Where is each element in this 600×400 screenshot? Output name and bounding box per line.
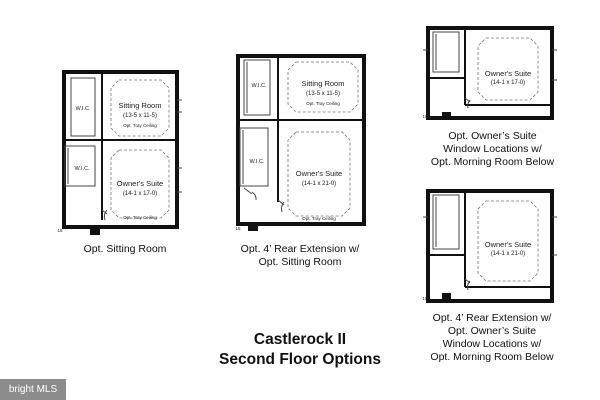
plan4-marker: 15	[422, 296, 428, 301]
plan3-marker: 15	[422, 114, 428, 119]
plan2-suite-ceiling-note: Opt. Tray Ceiling	[302, 216, 336, 221]
plan1-sitting-room-dimensions: (13-5 x 11-5)	[123, 113, 157, 119]
plan2-caption-line2: Opt. Sitting Room	[258, 256, 342, 268]
plan1-sitting-ceiling-note: Opt. Tray Ceiling	[123, 123, 157, 128]
plan1-suite-ceiling-note: Opt. Tray Ceiling	[123, 215, 157, 220]
floor-plan-rear-extension-sitting-room: W.I.C. W.I.C. Sitting Room (13-5 x 11-5)…	[235, 54, 366, 231]
plan2-owners-suite-label: Owner's Suite	[296, 169, 342, 178]
plan1-owners-suite-label: Owner's Suite	[117, 179, 163, 188]
plan3-caption: Opt. Owner’s Suite Window Locations w/ O…	[415, 130, 570, 169]
plan4-caption-line4: Opt. Morning Room Below	[430, 351, 554, 363]
plan4-caption-line3: Window Locations w/	[442, 338, 542, 350]
plan2-sitting-room-label: Sitting Room	[302, 79, 345, 88]
plan4-caption-line2: Opt. Owner’s Suite	[447, 325, 537, 337]
plan2-wic-upper-label: W.I.C.	[252, 83, 267, 89]
plan3-caption-line3: Opt. Morning Room Below	[430, 156, 555, 168]
plan3-owners-suite-dimensions: (14-1 x 17-0)	[491, 80, 525, 86]
plan2-caption: Opt. 4’ Rear Extension w/ Opt. Sitting R…	[225, 243, 375, 269]
plan4-caption: Opt. 4’ Rear Extension w/ Opt. Owner’s S…	[412, 312, 572, 364]
plan2-wic-lower-label: W.I.C.	[250, 159, 265, 165]
plan1-sitting-room-label: Sitting Room	[119, 101, 162, 110]
plan1-owners-suite-dimensions: (14-1 x 17-0)	[123, 191, 157, 197]
floor-plan-owners-suite-windows: Owner's Suite (14-1 x 17-0) 15	[422, 26, 557, 120]
plan1-wic-lower-label: W.I.C.	[75, 166, 90, 172]
plan1-caption: Opt. Sitting Room	[83, 243, 167, 255]
plan2-owners-suite-dimensions: (14-1 x 21-0)	[302, 181, 336, 187]
floor-plan-rear-extension-owners-suite-windows: Owner's Suite (14-1 x 21-0) 15	[422, 189, 557, 303]
page-title: Castlerock II Second Floor Options	[185, 330, 415, 370]
floor-plan-sitting-room: W.I.C. W.I.C. Sitting Room (13-5 x 11-5)…	[57, 70, 182, 235]
plan4-caption-line1: Opt. 4’ Rear Extension w/	[432, 312, 552, 324]
plan2-caption-line1: Opt. 4’ Rear Extension w/	[240, 243, 360, 255]
plan3-owners-suite-label: Owner's Suite	[485, 69, 531, 78]
plan2-marker: 15	[235, 226, 241, 231]
plan3-caption-line2: Window Locations w/	[443, 143, 542, 155]
plan3-caption-line1: Opt. Owner’s Suite	[448, 130, 537, 142]
plan2-sitting-room-dimensions: (13-5 x 11-5)	[306, 91, 340, 97]
plan4-owners-suite-label: Owner's Suite	[485, 240, 531, 249]
page-title-line1: Castlerock II	[253, 331, 347, 348]
page-title-line2: Second Floor Options	[219, 351, 381, 368]
plan4-owners-suite-dimensions: (14-1 x 21-0)	[491, 251, 525, 257]
watermark-logo: bright MLS	[0, 379, 66, 400]
plan1-wic-upper-label: W.I.C.	[76, 106, 91, 112]
plan1-marker: 15	[57, 228, 63, 233]
plan2-sitting-ceiling-note: Opt. Tray Ceiling	[306, 101, 340, 106]
